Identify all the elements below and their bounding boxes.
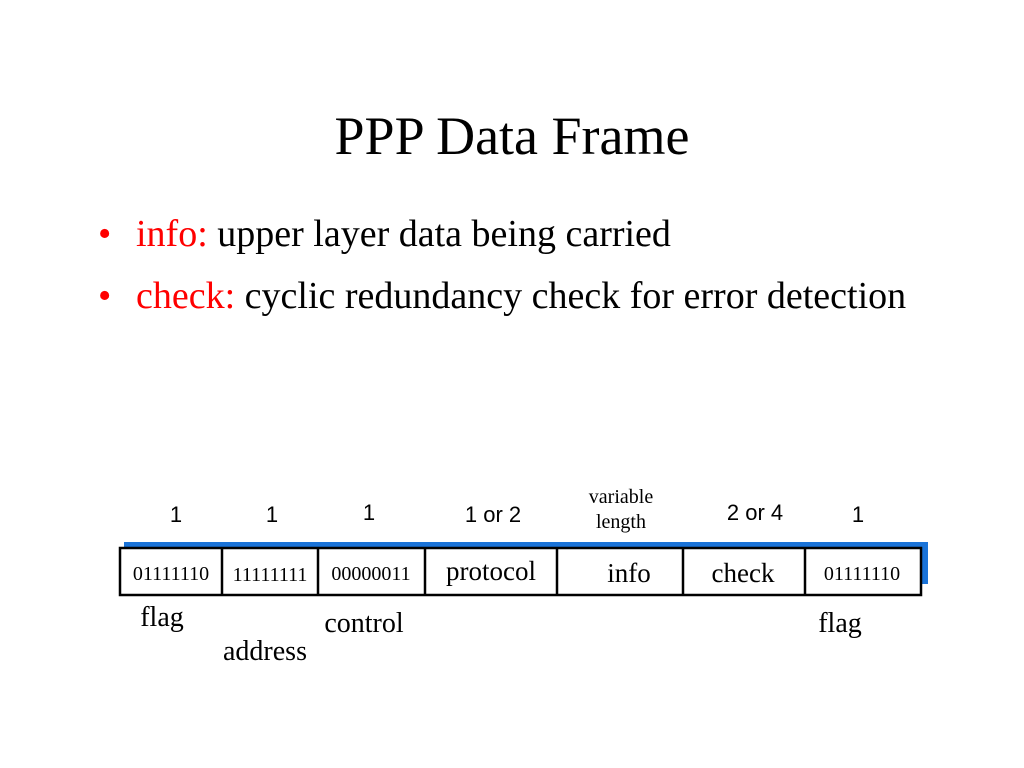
field-label-flag-end: flag bbox=[818, 608, 862, 639]
size-label-info-line1: variable bbox=[589, 486, 654, 508]
field-label-flag-start: flag bbox=[140, 602, 184, 633]
bullet-term-check: check: bbox=[136, 275, 236, 317]
bullet-text-info: upper layer data being carried bbox=[207, 213, 671, 255]
field-control: 00000011 bbox=[331, 563, 410, 585]
field-label-address: address bbox=[223, 636, 307, 667]
bullet-icon: • bbox=[98, 213, 112, 255]
bullet-term-info: info: bbox=[136, 213, 208, 255]
size-label-address: 1 bbox=[266, 502, 278, 527]
bullet-text-check: cyclic redundancy check for error detect… bbox=[235, 275, 907, 317]
size-label-control: 1 bbox=[363, 500, 375, 525]
field-check: check bbox=[712, 558, 775, 588]
field-info: info bbox=[607, 558, 651, 588]
size-label-end-flag: 1 bbox=[852, 502, 864, 527]
field-label-control: control bbox=[324, 608, 404, 639]
size-label-flag: 1 bbox=[170, 502, 182, 527]
field-flag-end: 01111110 bbox=[824, 563, 900, 585]
slide-title: PPP Data Frame bbox=[334, 106, 690, 166]
bullet-check: • check: cyclic redundancy check for err… bbox=[96, 268, 956, 324]
field-flag-start: 01111110 bbox=[133, 563, 209, 585]
bullet-list: • info: upper layer data being carried •… bbox=[96, 206, 956, 330]
size-label-check: 2 or 4 bbox=[727, 500, 783, 525]
field-address: 11111111 bbox=[233, 564, 308, 586]
frame-box bbox=[118, 546, 923, 597]
size-label-protocol: 1 or 2 bbox=[465, 502, 521, 527]
field-protocol: protocol bbox=[446, 556, 536, 586]
bullet-icon: • bbox=[98, 275, 112, 317]
size-label-info-line2: length bbox=[596, 511, 646, 533]
bullet-info: • info: upper layer data being carried bbox=[96, 206, 956, 262]
